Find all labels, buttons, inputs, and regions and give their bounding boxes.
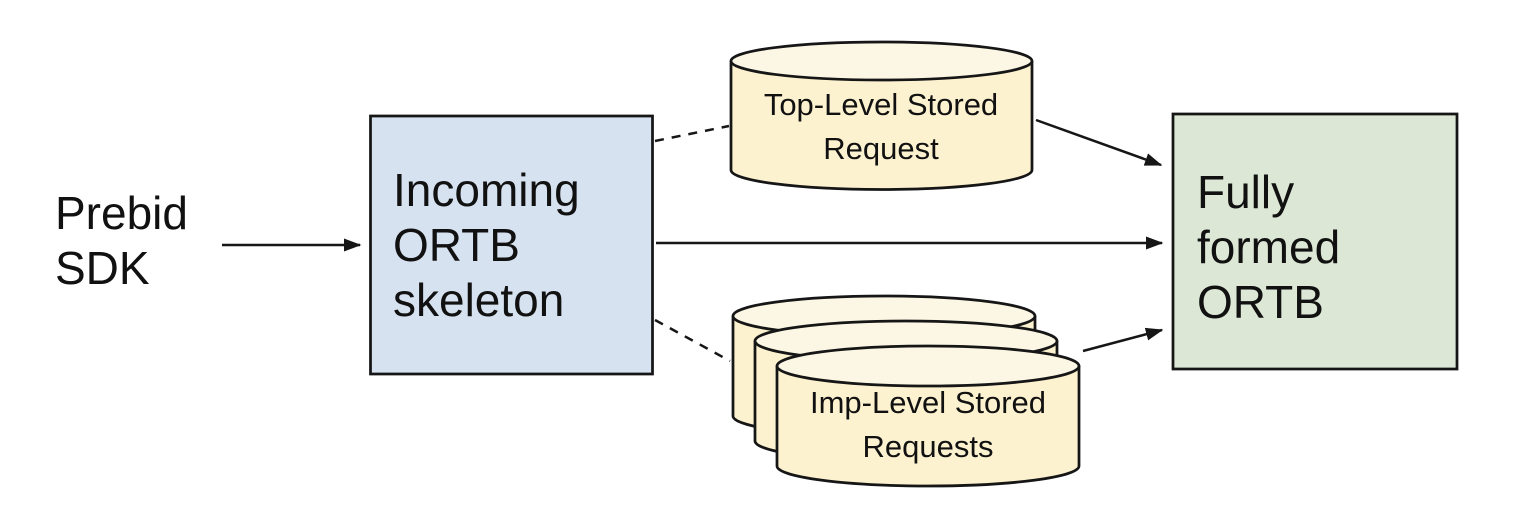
fully-formed-ortb-box: Fully formed ORTB bbox=[1171, 112, 1459, 371]
connector-imp-level-to-fully-formed bbox=[1082, 327, 1164, 353]
incoming-ortb-line1: Incoming bbox=[393, 164, 580, 216]
prebid-sdk-label: Prebid SDK bbox=[55, 187, 188, 294]
fully-formed-line2: formed bbox=[1197, 221, 1340, 273]
imp-level-stored-line2: Requests bbox=[863, 429, 994, 464]
fully-formed-line1: Fully bbox=[1197, 166, 1294, 218]
prebid-sdk-line2: SDK bbox=[55, 242, 150, 294]
incoming-ortb-line2: ORTB bbox=[393, 219, 520, 271]
database-cylinder-top bbox=[775, 344, 1081, 388]
imp-level-stored-requests-stack: Imp-Level Stored Requests bbox=[731, 294, 1081, 488]
top-level-stored-request-cylinder: Top-Level Stored Request bbox=[729, 40, 1034, 191]
prebid-sdk-line1: Prebid bbox=[55, 187, 188, 239]
imp-level-stored-line1: Imp-Level Stored bbox=[810, 385, 1046, 420]
top-level-stored-line1: Top-Level Stored bbox=[764, 87, 998, 122]
connector-top-level-to-fully-formed bbox=[1035, 118, 1163, 167]
incoming-ortb-line3: skeleton bbox=[393, 274, 564, 326]
fully-formed-line3: ORTB bbox=[1197, 276, 1324, 328]
database-cylinder-body bbox=[729, 61, 1034, 191]
connector-incoming-ortb-to-top-level-dashed bbox=[654, 124, 730, 143]
incoming-ortb-skeleton-rect bbox=[369, 114, 654, 376]
top-level-stored-line2: Request bbox=[823, 131, 939, 166]
connector-incoming-ortb-to-imp-level-dashed bbox=[654, 318, 731, 363]
fully-formed-ortb-rect bbox=[1171, 112, 1459, 371]
database-cylinder-body bbox=[775, 366, 1081, 488]
incoming-ortb-skeleton-box: Incoming ORTB skeleton bbox=[369, 114, 654, 376]
database-stack-front-cylinder: Imp-Level Stored Requests bbox=[775, 344, 1081, 488]
database-cylinder-top bbox=[729, 40, 1034, 82]
